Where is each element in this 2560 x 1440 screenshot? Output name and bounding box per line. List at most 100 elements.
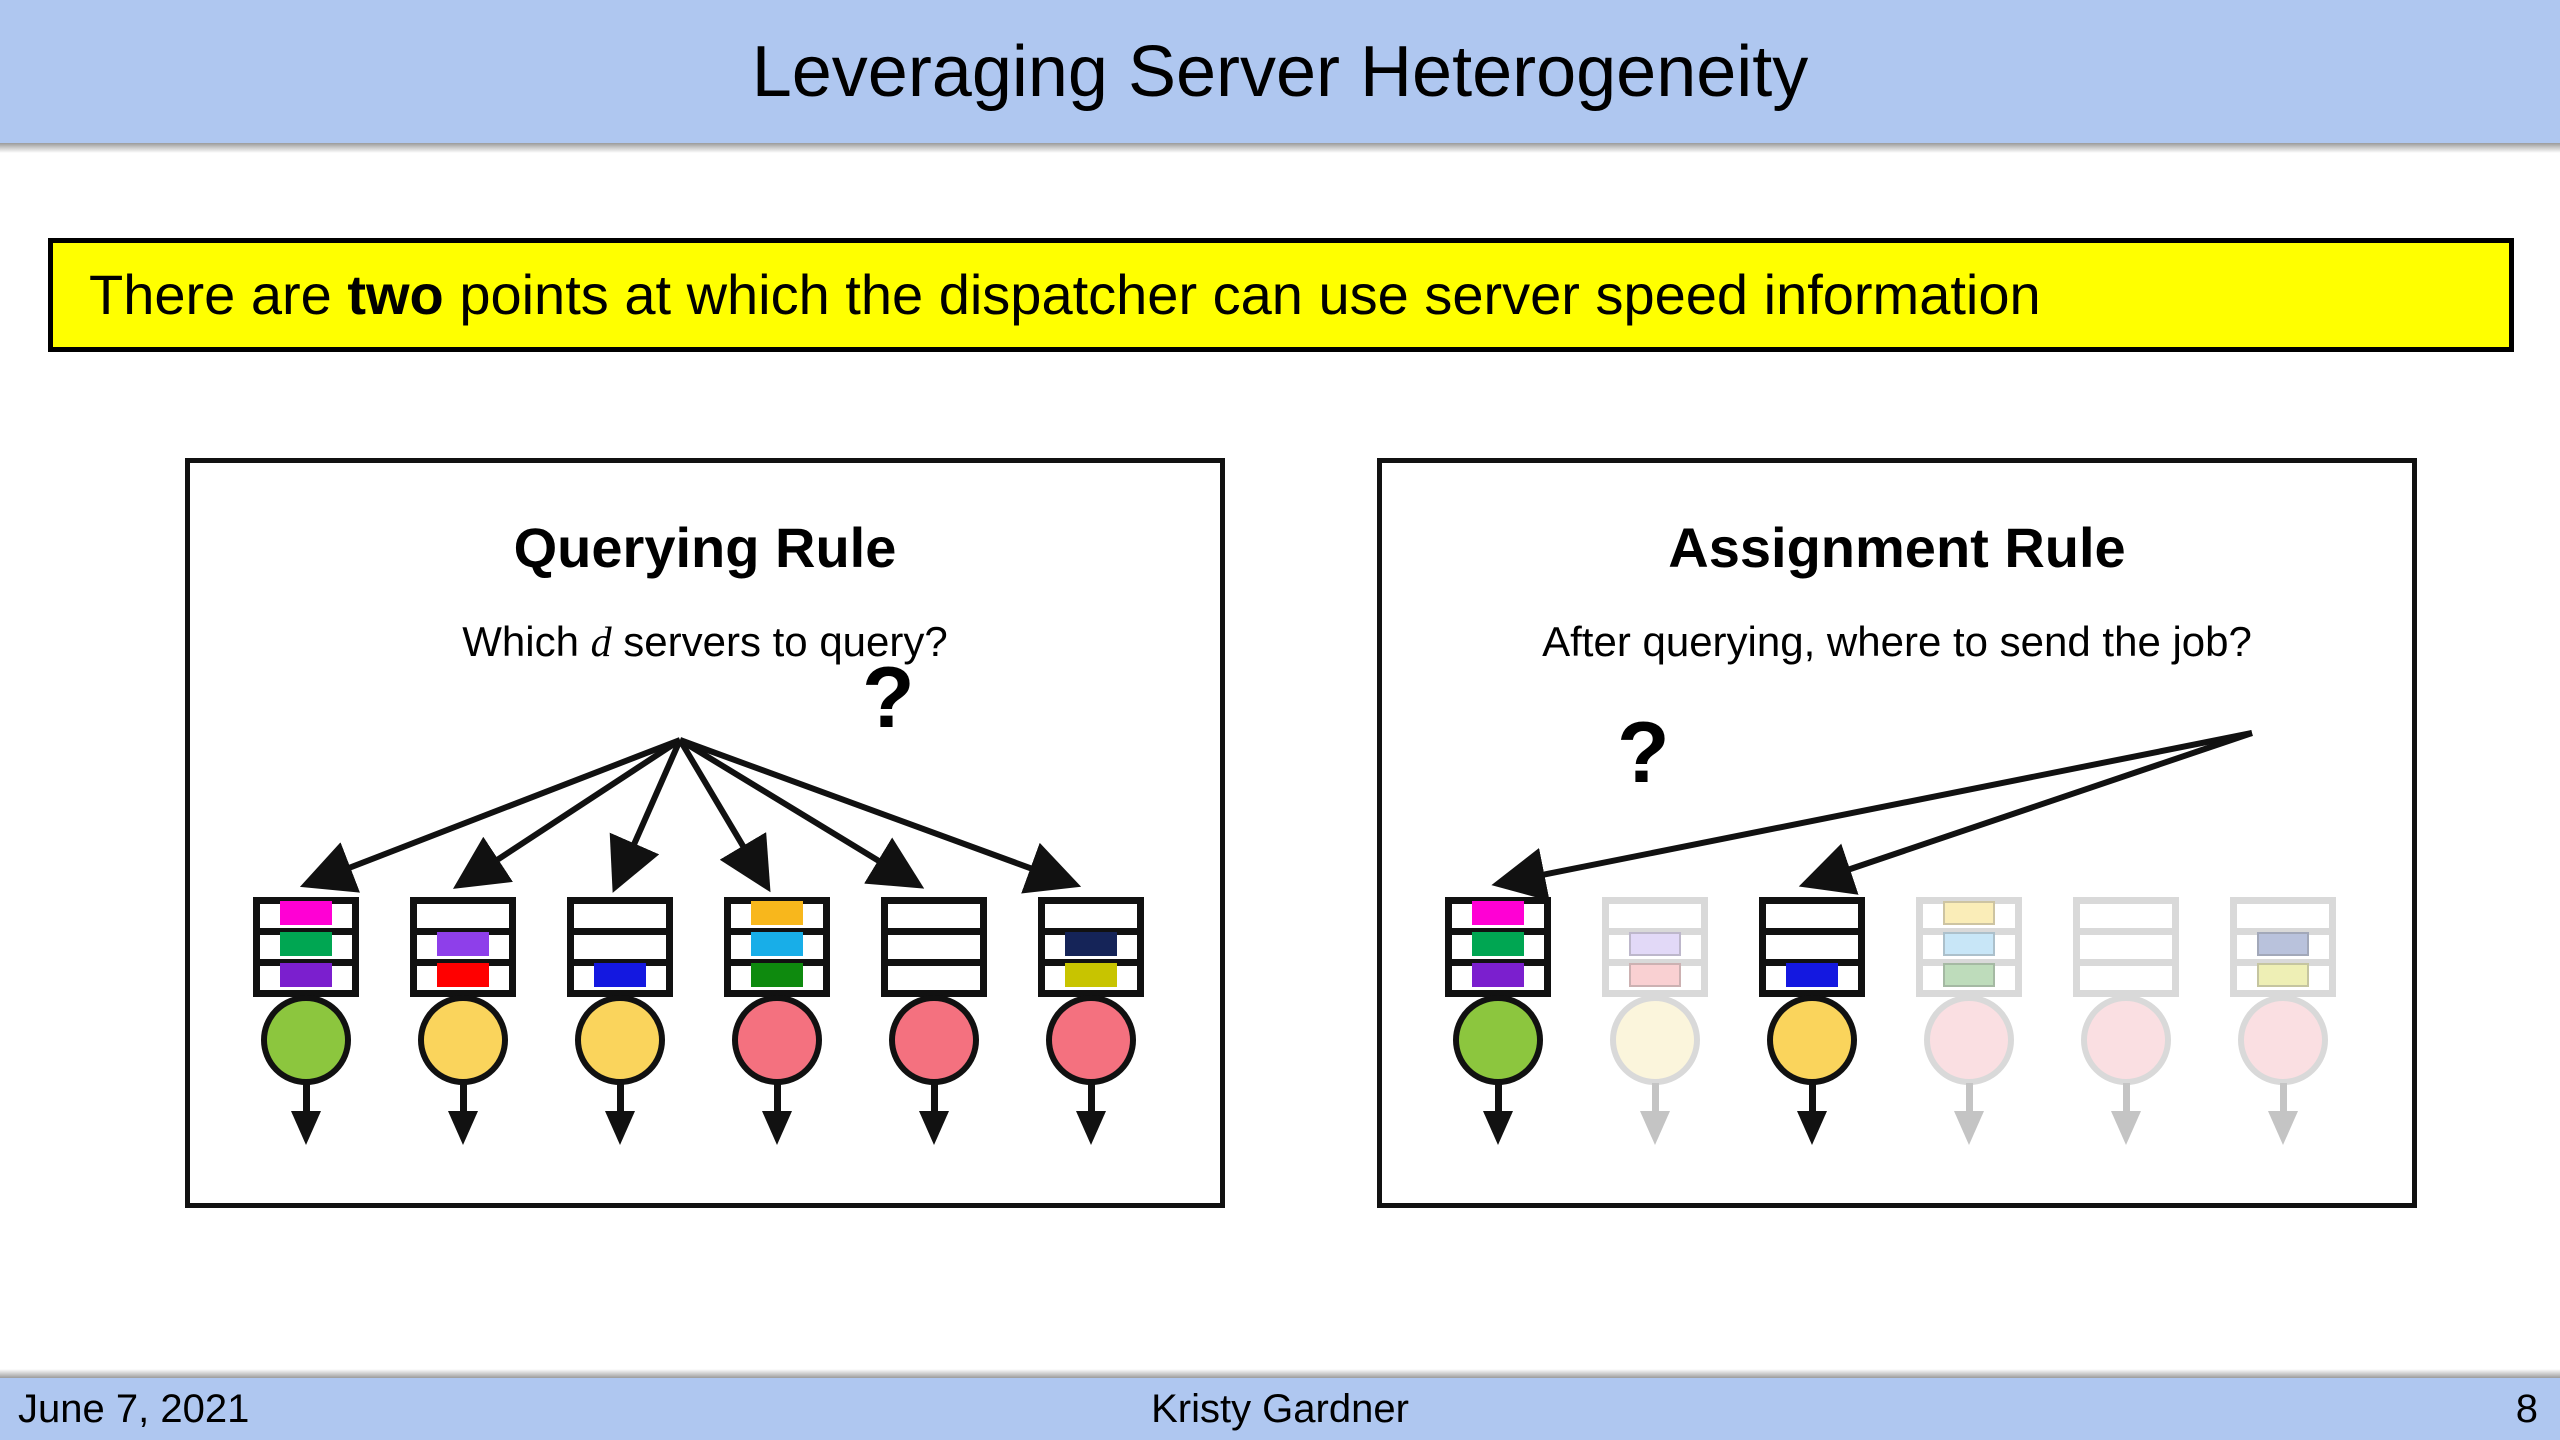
server-unit-querying-5[interactable] — [881, 897, 987, 1145]
title-bar-shadow — [0, 143, 2560, 153]
server-circle-querying-2[interactable] — [418, 995, 508, 1085]
arrow-stem — [2280, 1083, 2287, 1115]
job-block — [280, 932, 332, 956]
panel-assignment-rule: Assignment Rule After querying, where to… — [1377, 458, 2417, 1208]
server-circle-querying-3[interactable] — [575, 995, 665, 1085]
queue-rail — [1602, 959, 1708, 966]
queue-assignment-5 — [2073, 897, 2179, 997]
departure-arrow-icon — [1076, 1083, 1106, 1145]
queue-side-rail — [2073, 897, 2080, 997]
queue-side-rail — [1602, 897, 1609, 997]
queue-side-rail — [1544, 897, 1551, 997]
queue-side-rail — [666, 897, 673, 997]
queue-rail — [1038, 959, 1144, 966]
queue-rail — [881, 959, 987, 966]
arrow-stem — [1652, 1083, 1659, 1115]
job-block — [2257, 963, 2309, 987]
job-block — [751, 901, 803, 925]
arrow-stem — [1495, 1083, 1502, 1115]
arrow-head — [1640, 1111, 1670, 1145]
queue-rail — [1602, 897, 1708, 904]
queue-side-rail — [1137, 897, 1144, 997]
arrow-head — [605, 1111, 635, 1145]
job-block — [1786, 963, 1838, 987]
queue-side-rail — [1759, 897, 1766, 997]
job-block — [1472, 932, 1524, 956]
job-block — [1065, 963, 1117, 987]
server-circle-assignment-4[interactable] — [1924, 995, 2014, 1085]
arrow-stem — [460, 1083, 467, 1115]
server-unit-assignment-3[interactable] — [1759, 897, 1865, 1145]
queue-rail — [567, 959, 673, 966]
queue-rail — [1038, 928, 1144, 935]
server-unit-querying-6[interactable] — [1038, 897, 1144, 1145]
subtitle-before: After querying, where to send the job? — [1542, 618, 2252, 665]
queue-rail — [2073, 928, 2179, 935]
queue-querying-3 — [567, 897, 673, 997]
server-circle-assignment-6[interactable] — [2238, 995, 2328, 1085]
server-unit-assignment-4[interactable] — [1916, 897, 2022, 1145]
subtitle-italic-d: d — [590, 620, 612, 666]
job-block — [1629, 963, 1681, 987]
job-block — [280, 901, 332, 925]
queue-assignment-6 — [2230, 897, 2336, 997]
queue-querying-2 — [410, 897, 516, 997]
queue-rail — [410, 897, 516, 904]
arrow-head — [2268, 1111, 2298, 1145]
server-circle-assignment-2[interactable] — [1610, 995, 1700, 1085]
queue-rail — [2230, 928, 2336, 935]
server-circle-querying-1[interactable] — [261, 995, 351, 1085]
job-block — [751, 932, 803, 956]
arrow-stem — [1809, 1083, 1816, 1115]
job-block — [1943, 901, 1995, 925]
callout-bold-word: two — [347, 263, 444, 326]
queue-rail — [2073, 990, 2179, 997]
queue-querying-4 — [724, 897, 830, 997]
server-unit-assignment-1[interactable] — [1445, 897, 1551, 1145]
queue-querying-5 — [881, 897, 987, 997]
queue-side-rail — [881, 897, 888, 997]
departure-arrow-icon — [2111, 1083, 2141, 1145]
server-unit-assignment-2[interactable] — [1602, 897, 1708, 1145]
queue-rail — [881, 990, 987, 997]
queue-rail — [1038, 897, 1144, 904]
queue-rail — [881, 928, 987, 935]
arrow-head — [1483, 1111, 1513, 1145]
job-block — [594, 963, 646, 987]
callout-text-before: There are — [89, 263, 348, 326]
departure-arrow-icon — [291, 1083, 321, 1145]
server-unit-assignment-6[interactable] — [2230, 897, 2336, 1145]
arrow-stem — [931, 1083, 938, 1115]
arrow-stem — [2123, 1083, 2130, 1115]
departure-arrow-icon — [2268, 1083, 2298, 1145]
footer-date: June 7, 2021 — [18, 1387, 250, 1431]
queue-rail — [1445, 897, 1551, 904]
queue-rail — [567, 990, 673, 997]
arrow-stem — [1088, 1083, 1095, 1115]
server-circle-assignment-3[interactable] — [1767, 995, 1857, 1085]
queue-rail — [1759, 928, 1865, 935]
job-block — [437, 963, 489, 987]
job-block — [1065, 932, 1117, 956]
server-circle-querying-6[interactable] — [1046, 995, 1136, 1085]
server-circle-assignment-1[interactable] — [1453, 995, 1543, 1085]
departure-arrow-icon — [762, 1083, 792, 1145]
arrow-head — [2111, 1111, 2141, 1145]
server-unit-querying-1[interactable] — [253, 897, 359, 1145]
server-circle-querying-4[interactable] — [732, 995, 822, 1085]
subtitle-after: servers to query? — [611, 618, 948, 665]
server-unit-assignment-5[interactable] — [2073, 897, 2179, 1145]
server-circle-assignment-5[interactable] — [2081, 995, 2171, 1085]
server-circle-querying-5[interactable] — [889, 995, 979, 1085]
queue-side-rail — [823, 897, 830, 997]
queue-rail — [567, 897, 673, 904]
server-unit-querying-3[interactable] — [567, 897, 673, 1145]
queue-side-rail — [1701, 897, 1708, 997]
queue-rail — [2230, 897, 2336, 904]
queue-assignment-4 — [1916, 897, 2022, 997]
queue-side-rail — [980, 897, 987, 997]
arrow-stem — [774, 1083, 781, 1115]
queue-rail — [1759, 959, 1865, 966]
server-unit-querying-2[interactable] — [410, 897, 516, 1145]
server-unit-querying-4[interactable] — [724, 897, 830, 1145]
